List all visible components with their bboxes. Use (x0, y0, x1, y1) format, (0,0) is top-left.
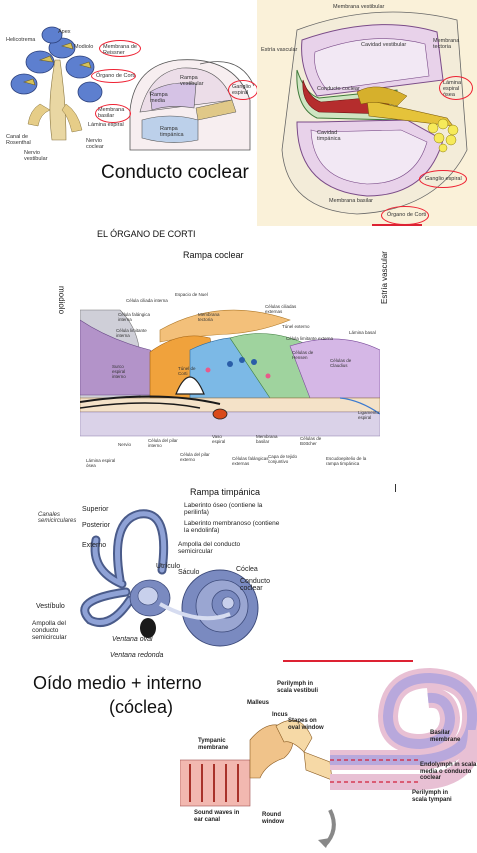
label-membrana-tectoria-c: Membrana tectoria (198, 312, 220, 322)
label-modiolo: Modiolo (74, 44, 94, 50)
circle-marker (439, 76, 473, 100)
modiolo-vertical-label: modiolo (57, 286, 66, 315)
label-espacio-nuel: Espacio de Nuel (175, 292, 208, 297)
red-underline (283, 660, 413, 662)
circle-marker (91, 69, 136, 83)
label-laberinto-membranoso: Laberinto membranoso (contiene la endoli… (184, 520, 280, 534)
label-round-window: Round window (262, 812, 284, 825)
label-ventana-oval: Ventana oval (112, 636, 153, 643)
label-rampa-vestibular: Rampa vestibular (180, 75, 204, 87)
label-lamina-espiral-osea-c: Lámina espiral ósea (86, 458, 116, 468)
label-ampolla-semicircular: Ampolla del conducto semicircular (178, 541, 241, 555)
divider-mark (395, 484, 396, 492)
label-vaso-espiral: Vaso espiral (212, 434, 226, 444)
label-coclea: Cóclea (236, 566, 258, 573)
label-tympanic-membrane: Tympanic membrane (198, 738, 229, 751)
label-celula-pilar-interno: Célula del pilar interno (148, 438, 178, 448)
estria-vascular-vertical-label: Estría vascular (380, 251, 389, 304)
label-lamina-basal: Lámina basal (349, 330, 376, 335)
circle-marker (99, 40, 141, 57)
label-nervio: Nervio (118, 442, 132, 447)
organ-of-corti-drawing (79, 290, 381, 470)
circle-marker (381, 206, 429, 225)
label-celula-ciliada-interna: Célula ciliada interna (126, 298, 168, 303)
label-sound-waves: Sound waves in ear canal (194, 810, 240, 823)
label-capa-tejido-conjuntivo: Capa de tejido conjuntivo (268, 454, 298, 464)
label-celula-pilar-externo: Célula del pilar externo (180, 452, 210, 462)
label-cavidad-vestibular: Cavidad vestibular (361, 42, 407, 48)
label-escudo-epitelio: Escudoepitelio de la rampa timpánica (326, 456, 367, 466)
label-celulas-falangicas-externas: Células falángicas externas (232, 456, 269, 466)
labyrinth-figure (30, 500, 300, 665)
organo-corti-title: EL ÓRGANO DE CORTI (97, 229, 196, 239)
label-malleus: Malleus (247, 700, 270, 706)
red-underline (372, 224, 422, 226)
label-tunel-externo: Túnel externo (282, 324, 310, 329)
conducto-coclear-drawing (281, 11, 468, 215)
label-perilymph-vestibuli: Perilymph in scala vestibuli (277, 681, 319, 694)
label-membrana-basilar-r: Membrana basilar (329, 198, 374, 204)
label-saculo: Sáculo (178, 569, 200, 576)
label-estria-vascular: Estría vascular (261, 47, 298, 53)
label-externo: Externo (82, 542, 107, 549)
coclea-caption: (cóclea) (109, 697, 174, 717)
label-celula-limitante-interna: Célula limitante interna (116, 328, 147, 338)
label-vestibulo: Vestíbulo (36, 603, 65, 610)
conducto-coclear-figure: Membrana vestibular Estría vascular Cavi… (257, 0, 477, 226)
label-cavidad-timpanica: Cavidad timpánica (317, 130, 341, 142)
ear-cochlea-figure (179, 660, 477, 848)
label-utriculo: Utrículo (156, 563, 181, 570)
label-ventana-redonda: Ventana redonda (110, 652, 164, 659)
cochlea-section-figure: Helicotrema Ápex Modiolo Membrana de Rei… (0, 0, 258, 162)
label-celulas-ciliadas-externas: Células ciliadas externas (265, 304, 297, 314)
label-membrana-basilar-c: Membrana basilar (256, 434, 278, 444)
label-membrana-tectoria: Membrana tectoria (433, 38, 460, 50)
label-celula-falangica-interna: Célula falángica interna (118, 312, 151, 322)
label-celulas-hensen: Células de Hensen (292, 350, 314, 360)
label-canales-semicirculares: Canales semicirculares (38, 512, 77, 524)
organ-of-corti-figure (79, 290, 381, 470)
label-nervio-coclear: Nervio coclear (86, 138, 104, 150)
circle-marker (228, 80, 258, 100)
label-membrana-vestibular: Membrana vestibular (333, 4, 385, 10)
label-basilar-membrane: Basilar membrane (430, 730, 461, 743)
label-superior: Superior (82, 506, 109, 513)
label-stapes: Stapes on oval window (288, 718, 324, 731)
label-endolymph: Endolymph in scala media o conducto cocl… (420, 762, 477, 781)
rampa-timpanica-label: Rampa timpánica (190, 487, 261, 497)
oido-medio-caption: Oído medio + interno (33, 673, 202, 693)
label-ligamento-espiral: Ligamento espiral (358, 410, 380, 420)
label-perilymph-tympani: Perilymph in scala tympani (412, 790, 452, 803)
conducto-coclear-caption: Conducto coclear (101, 162, 249, 183)
circle-marker (95, 104, 131, 123)
ear-cochlea-drawing (179, 667, 477, 848)
label-celulas-bottcher: Células de Böttcher (300, 436, 322, 446)
label-conducto-coclear-r: Conducto coclear (317, 86, 360, 92)
cochlea-section-drawing (10, 26, 255, 151)
label-rampa-media: Rampa media (150, 92, 168, 104)
label-ampolla-conducto: Ampolla del conducto semicircular (32, 620, 67, 641)
label-celula-limitante-externa: Célula limitante externa (286, 336, 334, 341)
label-conducto-coclear-l: Conducto coclear (240, 578, 270, 592)
labyrinth-drawing (80, 509, 259, 647)
label-tunel-corti: Túnel de Corti (178, 366, 196, 376)
rampa-coclear-label: Rampa coclear (183, 250, 244, 260)
label-posterior: Posterior (82, 522, 111, 529)
label-apex: Ápex (58, 29, 71, 35)
label-surco-espiral-interno: Surco espiral interno (112, 364, 126, 379)
label-canal-rosenthal: Canal de Rosenthal (6, 134, 31, 146)
label-celulas-claudius: Células de Claudius (330, 358, 352, 368)
label-rampa-timpanica: Rampa timpánica (160, 126, 184, 138)
label-lamina-espiral: Lámina espiral (88, 122, 124, 128)
label-incus: Incus (272, 712, 288, 718)
label-laberinto-oseo: Laberinto óseo (contiene la perilinfa) (184, 502, 263, 516)
circle-marker (419, 170, 467, 188)
label-nervio-vestibular: Nervio vestibular (24, 150, 48, 162)
label-helicotrema: Helicotrema (6, 37, 36, 43)
